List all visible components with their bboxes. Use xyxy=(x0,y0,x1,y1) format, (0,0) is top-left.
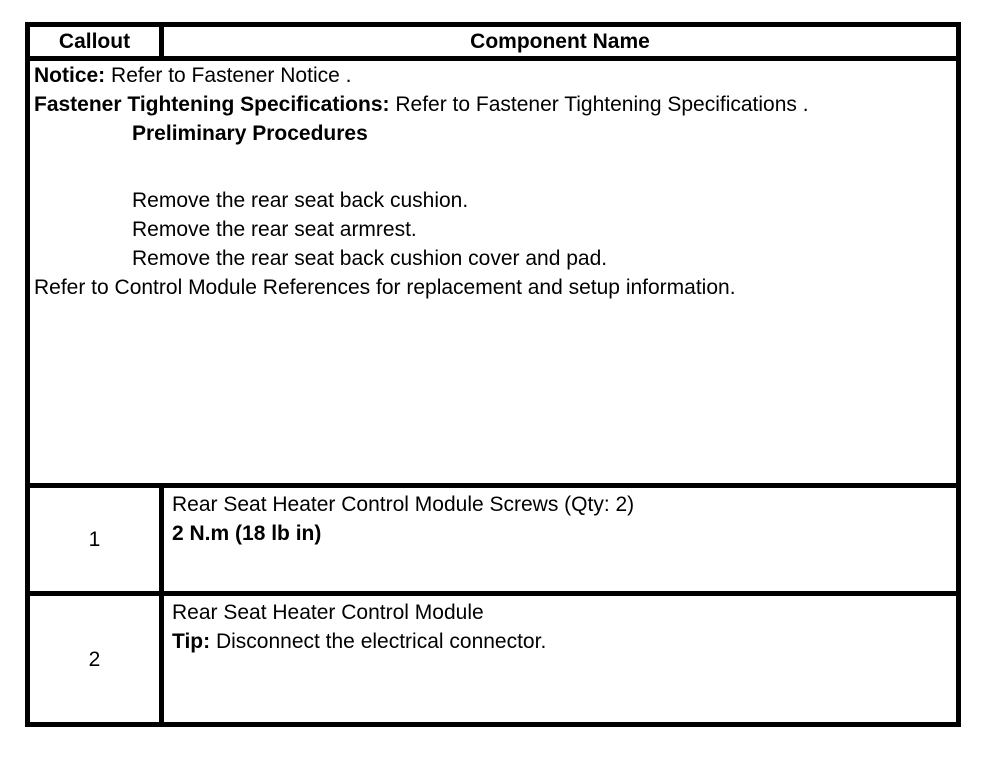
preliminary-procedures-heading: Preliminary Procedures xyxy=(132,122,368,145)
component-row: 1 Rear Seat Heater Control Module Screws… xyxy=(25,483,961,596)
component-detail-cell: Rear Seat Heater Control Module Screws (… xyxy=(159,483,961,596)
preliminary-step: Remove the rear seat armrest. xyxy=(132,218,417,241)
component-name-text: Rear Seat Heater Control Module Screws (… xyxy=(172,493,635,516)
fastener-spec-label: Fastener Tightening Specifications: xyxy=(34,93,390,116)
tip-text: Disconnect the electrical connector. xyxy=(210,630,547,653)
component-name-text: Rear Seat Heater Control Module xyxy=(172,601,484,624)
callout-number: 1 xyxy=(25,483,164,596)
preliminary-steps-list: Remove the rear seat back cushion. Remov… xyxy=(34,186,952,273)
notice-label: Notice: xyxy=(34,64,106,87)
table-header-row: Callout Component Name xyxy=(25,22,961,61)
torque-spec-text: 2 N.m (18 lb in) xyxy=(172,522,322,545)
notice-text: Refer to Fastener Notice . xyxy=(105,64,352,87)
component-detail-cell: Rear Seat Heater Control Module Tip: Dis… xyxy=(159,591,961,727)
fastener-spec-line: Fastener Tightening Specifications: Refe… xyxy=(34,90,952,119)
callout-column-header: Callout xyxy=(25,22,164,61)
fastener-notice-line: Notice: Refer to Fastener Notice . xyxy=(34,61,952,90)
notes-cell: Notice: Refer to Fastener Notice . Faste… xyxy=(25,56,961,488)
fastener-spec-text: Refer to Fastener Tightening Specificati… xyxy=(389,93,809,116)
notes-row: Notice: Refer to Fastener Notice . Faste… xyxy=(25,56,961,488)
component-row: 2 Rear Seat Heater Control Module Tip: D… xyxy=(25,591,961,727)
control-module-reference-line: Refer to Control Module References for r… xyxy=(34,276,736,299)
preliminary-step: Remove the rear seat back cushion. xyxy=(132,189,469,212)
component-callout-table: Callout Component Name Notice: Refer to … xyxy=(25,22,961,727)
preliminary-step: Remove the rear seat back cushion cover … xyxy=(132,247,608,270)
tip-line: Tip: Disconnect the electrical connector… xyxy=(172,627,948,656)
tip-label: Tip: xyxy=(172,630,211,653)
component-name-column-header: Component Name xyxy=(159,22,961,61)
callout-number: 2 xyxy=(25,591,164,727)
